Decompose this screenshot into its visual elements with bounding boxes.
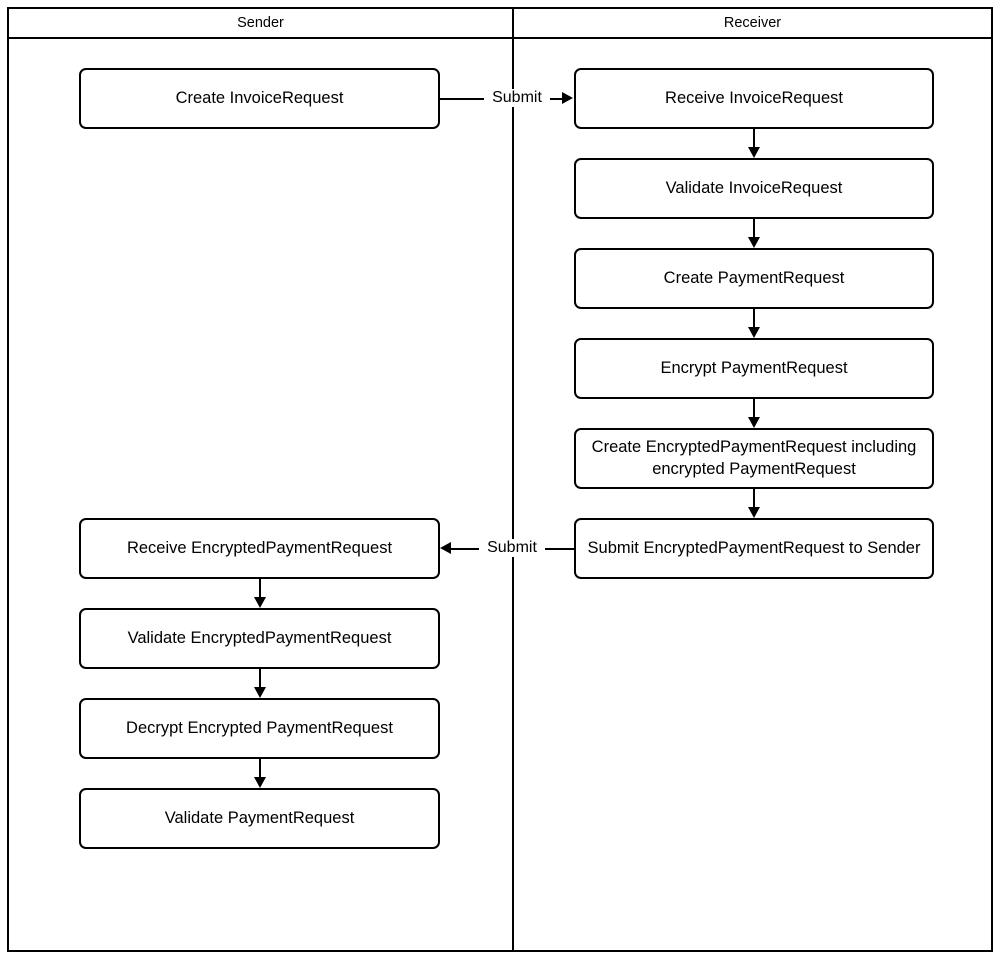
node-encrypt-paymentrequest[interactable]: Encrypt PaymentRequest — [574, 338, 934, 399]
lane-header-divider — [7, 37, 993, 39]
lane-title-sender: Sender — [237, 15, 284, 31]
node-receive-encryptedpaymentrequest[interactable]: Receive EncryptedPaymentRequest — [79, 518, 440, 579]
edge-label-submit-to-sender: Submit — [479, 539, 545, 557]
node-validate-invoicerequest[interactable]: Validate InvoiceRequest — [574, 158, 934, 219]
connector-s4-s5 — [259, 759, 261, 778]
lane-vertical-divider — [512, 7, 514, 952]
arrowhead-r4-r5-icon — [747, 417, 760, 428]
connector-r3-r4 — [753, 309, 755, 328]
connector-r1-r2 — [753, 129, 755, 148]
connector-s2-s3 — [259, 579, 261, 598]
node-create-invoicerequest[interactable]: Create InvoiceRequest — [79, 68, 440, 129]
edge-label-submit-to-receiver: Submit — [484, 89, 550, 107]
arrowhead-r6-s2-icon — [440, 542, 451, 554]
connector-r4-r5 — [753, 399, 755, 418]
arrowhead-s1-r1-icon — [562, 92, 573, 104]
connector-r2-r3 — [753, 219, 755, 238]
arrowhead-r2-r3-icon — [747, 237, 760, 248]
connector-s3-s4 — [259, 669, 261, 688]
arrowhead-r3-r4-icon — [747, 327, 760, 338]
node-validate-encryptedpaymentrequest[interactable]: Validate EncryptedPaymentRequest — [79, 608, 440, 669]
node-receive-invoicerequest[interactable]: Receive InvoiceRequest — [574, 68, 934, 129]
node-create-paymentrequest[interactable]: Create PaymentRequest — [574, 248, 934, 309]
node-create-encryptedpaymentrequest[interactable]: Create EncryptedPaymentRequest including… — [574, 428, 934, 489]
node-submit-encryptedpaymentrequest-to-sender[interactable]: Submit EncryptedPaymentRequest to Sender — [574, 518, 934, 579]
arrowhead-s3-s4-icon — [253, 687, 266, 698]
arrowhead-s2-s3-icon — [253, 597, 266, 608]
node-decrypt-encrypted-paymentrequest[interactable]: Decrypt Encrypted PaymentRequest — [79, 698, 440, 759]
arrowhead-r5-r6-icon — [747, 507, 760, 518]
lane-title-receiver: Receiver — [723, 15, 782, 31]
arrowhead-s4-s5-icon — [253, 777, 266, 788]
connector-r5-r6 — [753, 489, 755, 508]
arrowhead-r1-r2-icon — [747, 147, 760, 158]
node-validate-paymentrequest[interactable]: Validate PaymentRequest — [79, 788, 440, 849]
